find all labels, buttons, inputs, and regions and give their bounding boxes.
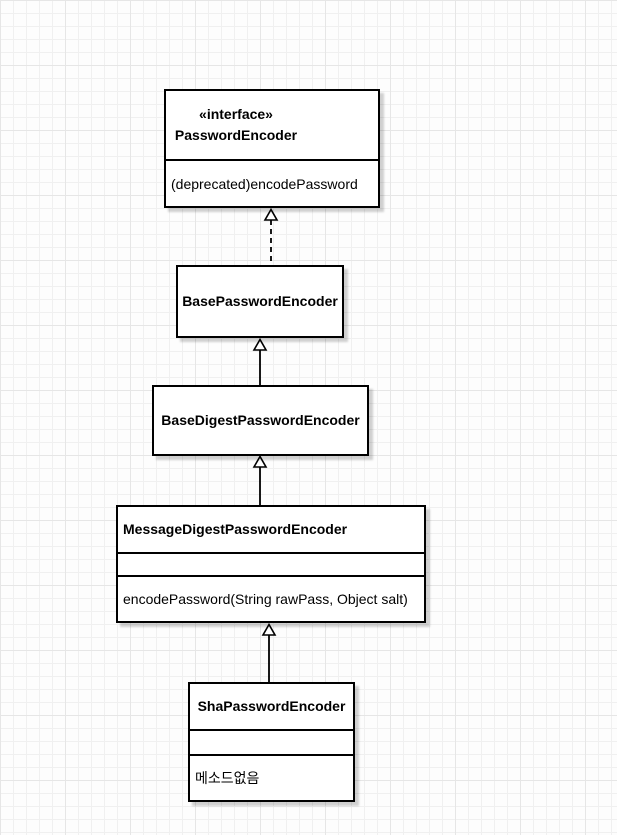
- class-box-basepasswordencoder[interactable]: BasePasswordEncoder: [176, 265, 344, 338]
- class-box-passwordencoder[interactable]: «interface» PasswordEncoder (deprecated)…: [164, 89, 380, 208]
- method-label: (deprecated)encodePassword: [171, 175, 358, 192]
- class-name-label: ShaPasswordEncoder: [197, 698, 346, 714]
- class-name-label: MessageDigestPasswordEncoder: [123, 521, 348, 537]
- hollow-triangle-arrowhead: [252, 454, 268, 468]
- title-compartment: MessageDigestPasswordEncoder: [118, 507, 424, 554]
- hollow-triangle-arrowhead: [263, 207, 279, 221]
- hollow-triangle-arrowhead: [252, 337, 268, 351]
- methods-compartment: (deprecated)encodePassword: [166, 161, 378, 206]
- methods-compartment: 메소드없음: [190, 756, 353, 800]
- class-box-messagedigestpasswordencoder[interactable]: MessageDigestPasswordEncoder encodePassw…: [116, 505, 426, 623]
- class-name-label: BasePasswordEncoder: [182, 293, 338, 309]
- stereotype-label: «interface»: [199, 106, 273, 122]
- title-compartment: ShaPasswordEncoder: [190, 684, 353, 731]
- edge-generalization-messagedigest-to-basedigest[interactable]: [252, 454, 268, 506]
- edge-realization-basepasswordencoder-to-passwordencoder[interactable]: [263, 207, 279, 266]
- title-compartment: BasePasswordEncoder: [178, 267, 342, 336]
- edge-generalization-sha-to-messagedigest[interactable]: [261, 622, 277, 683]
- class-box-basedigestpasswordencoder[interactable]: BaseDigestPasswordEncoder: [152, 385, 369, 456]
- class-name-label: BaseDigestPasswordEncoder: [161, 412, 360, 428]
- edge-generalization-basedigest-to-basepasswordencoder[interactable]: [252, 337, 268, 386]
- hollow-triangle-arrowhead: [261, 622, 277, 636]
- method-label: 메소드없음: [195, 770, 260, 786]
- method-label: encodePassword(String rawPass, Object sa…: [123, 591, 408, 607]
- title-compartment: BaseDigestPasswordEncoder: [154, 387, 367, 454]
- class-name-label: PasswordEncoder: [174, 127, 298, 143]
- title-compartment: «interface» PasswordEncoder: [166, 91, 378, 161]
- attributes-compartment: [118, 554, 424, 577]
- attributes-compartment: [190, 731, 353, 756]
- methods-compartment: encodePassword(String rawPass, Object sa…: [118, 577, 424, 621]
- class-box-shapasswordencoder[interactable]: ShaPasswordEncoder 메소드없음: [188, 682, 355, 802]
